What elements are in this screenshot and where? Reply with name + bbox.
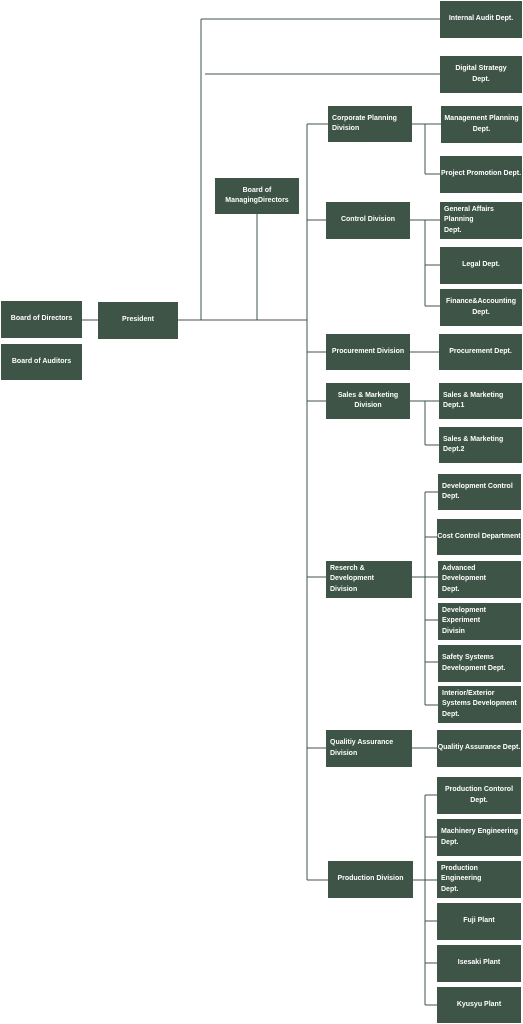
node-legal: Legal Dept.	[440, 247, 522, 284]
node-label: Procurement Division	[331, 347, 405, 355]
node-label: Management Planning Dept.	[444, 115, 519, 133]
node-label: Board of ManagingDirectors	[225, 186, 289, 204]
node-management-planning: Management Planning Dept.	[441, 106, 522, 143]
node-procurement-division: Procurement Division	[326, 334, 410, 370]
node-label: Development Control Dept.	[442, 482, 513, 500]
node-internal-audit: Internal Audit Dept.	[440, 1, 522, 38]
node-label: Qualitiy Assurance Dept.	[437, 744, 521, 752]
node-rd-division: Reserch & Development Division	[326, 561, 412, 598]
node-label: Sales & Marketing Dept.1	[443, 391, 504, 409]
node-label: Internal Audit Dept.	[448, 15, 514, 23]
node-board-of-directors: Board of Directors	[1, 301, 82, 338]
node-label: Development Experiment Divisin	[442, 607, 486, 635]
node-advanced-development: Advanced Development Dept.	[438, 561, 521, 598]
node-control-division: Control Division	[326, 202, 410, 239]
node-label: Board of Directors	[10, 315, 73, 323]
node-general-affairs: General Affairs Planning Dept.	[440, 202, 522, 239]
node-kyusyu-plant: Kyusyu Plant	[437, 987, 521, 1023]
node-label: Corporate Planning Division	[332, 114, 397, 132]
node-label: Sales & Marketing Division	[337, 391, 399, 409]
node-label: Control Division	[340, 216, 396, 224]
node-label: Production Engineering Dept.	[441, 865, 482, 893]
node-label: Production Division	[337, 875, 404, 883]
node-safety-systems: Safety Systems Development Dept.	[438, 645, 521, 682]
node-development-experiment: Development Experiment Divisin	[438, 603, 521, 640]
node-development-control: Development Control Dept.	[438, 474, 521, 510]
node-qa-dept: Qualitiy Assurance Dept.	[437, 730, 521, 767]
node-label: Sales & Marketing Dept.2	[443, 435, 504, 453]
node-label: Digital Strategy Dept.	[455, 65, 507, 83]
node-sales-marketing-division: Sales & Marketing Division	[326, 383, 410, 419]
node-project-promotion: Project Promotion Dept.	[440, 156, 522, 193]
node-label: Reserch & Development Division	[330, 565, 374, 593]
node-digital-strategy: Digital Strategy Dept.	[440, 56, 522, 93]
node-board-of-auditors: Board of Auditors	[1, 344, 82, 380]
node-procurement-dept: Procurement Dept.	[439, 334, 522, 370]
node-qa-division: Qualitiy Assurance Division	[326, 730, 412, 767]
node-label: Kyusyu Plant	[456, 1000, 502, 1008]
node-production-division: Production Division	[328, 861, 413, 898]
node-label: Advanced Development Dept.	[442, 565, 486, 593]
node-label: Project Promotion Dept.	[440, 170, 522, 178]
node-fuji-plant: Fuji Plant	[437, 903, 521, 940]
node-label: Isesaki Plant	[457, 959, 501, 967]
node-board-of-managing-directors: Board of ManagingDirectors	[215, 178, 299, 214]
node-production-engineering: Production Engineering Dept.	[437, 861, 521, 898]
node-label: Legal Dept.	[462, 261, 500, 269]
node-label: President	[122, 316, 154, 324]
node-label: Finance&Accounting Dept.	[445, 298, 516, 316]
node-finance-accounting: Finance&Accounting Dept.	[440, 289, 522, 326]
node-machinery-engineering: Machinery Engineering Dept.	[437, 819, 521, 856]
node-label: Production Contorol Dept.	[444, 786, 514, 804]
node-corporate-planning-division: Corporate Planning Division	[328, 106, 412, 142]
node-label: Cost Control Department	[437, 532, 521, 540]
node-label: Interior/Exterior Systems Development De…	[442, 690, 517, 718]
node-label: Safety Systems Development Dept.	[442, 654, 506, 672]
node-sales-marketing-1: Sales & Marketing Dept.1	[439, 383, 522, 419]
node-label: Procurement Dept.	[449, 347, 512, 355]
node-sales-marketing-2: Sales & Marketing Dept.2	[439, 427, 522, 463]
node-production-control: Production Contorol Dept.	[437, 777, 521, 814]
node-cost-control: Cost Control Department	[437, 519, 521, 555]
node-president: President	[98, 302, 178, 339]
node-label: Board of Auditors	[11, 357, 72, 365]
node-isesaki-plant: Isesaki Plant	[437, 945, 521, 982]
node-interior-exterior: Interior/Exterior Systems Development De…	[438, 686, 521, 723]
node-label: Qualitiy Assurance Division	[330, 739, 394, 757]
node-label: General Affairs Planning Dept.	[444, 206, 494, 234]
node-label: Machinery Engineering Dept.	[441, 828, 519, 846]
node-label: Fuji Plant	[463, 917, 495, 925]
